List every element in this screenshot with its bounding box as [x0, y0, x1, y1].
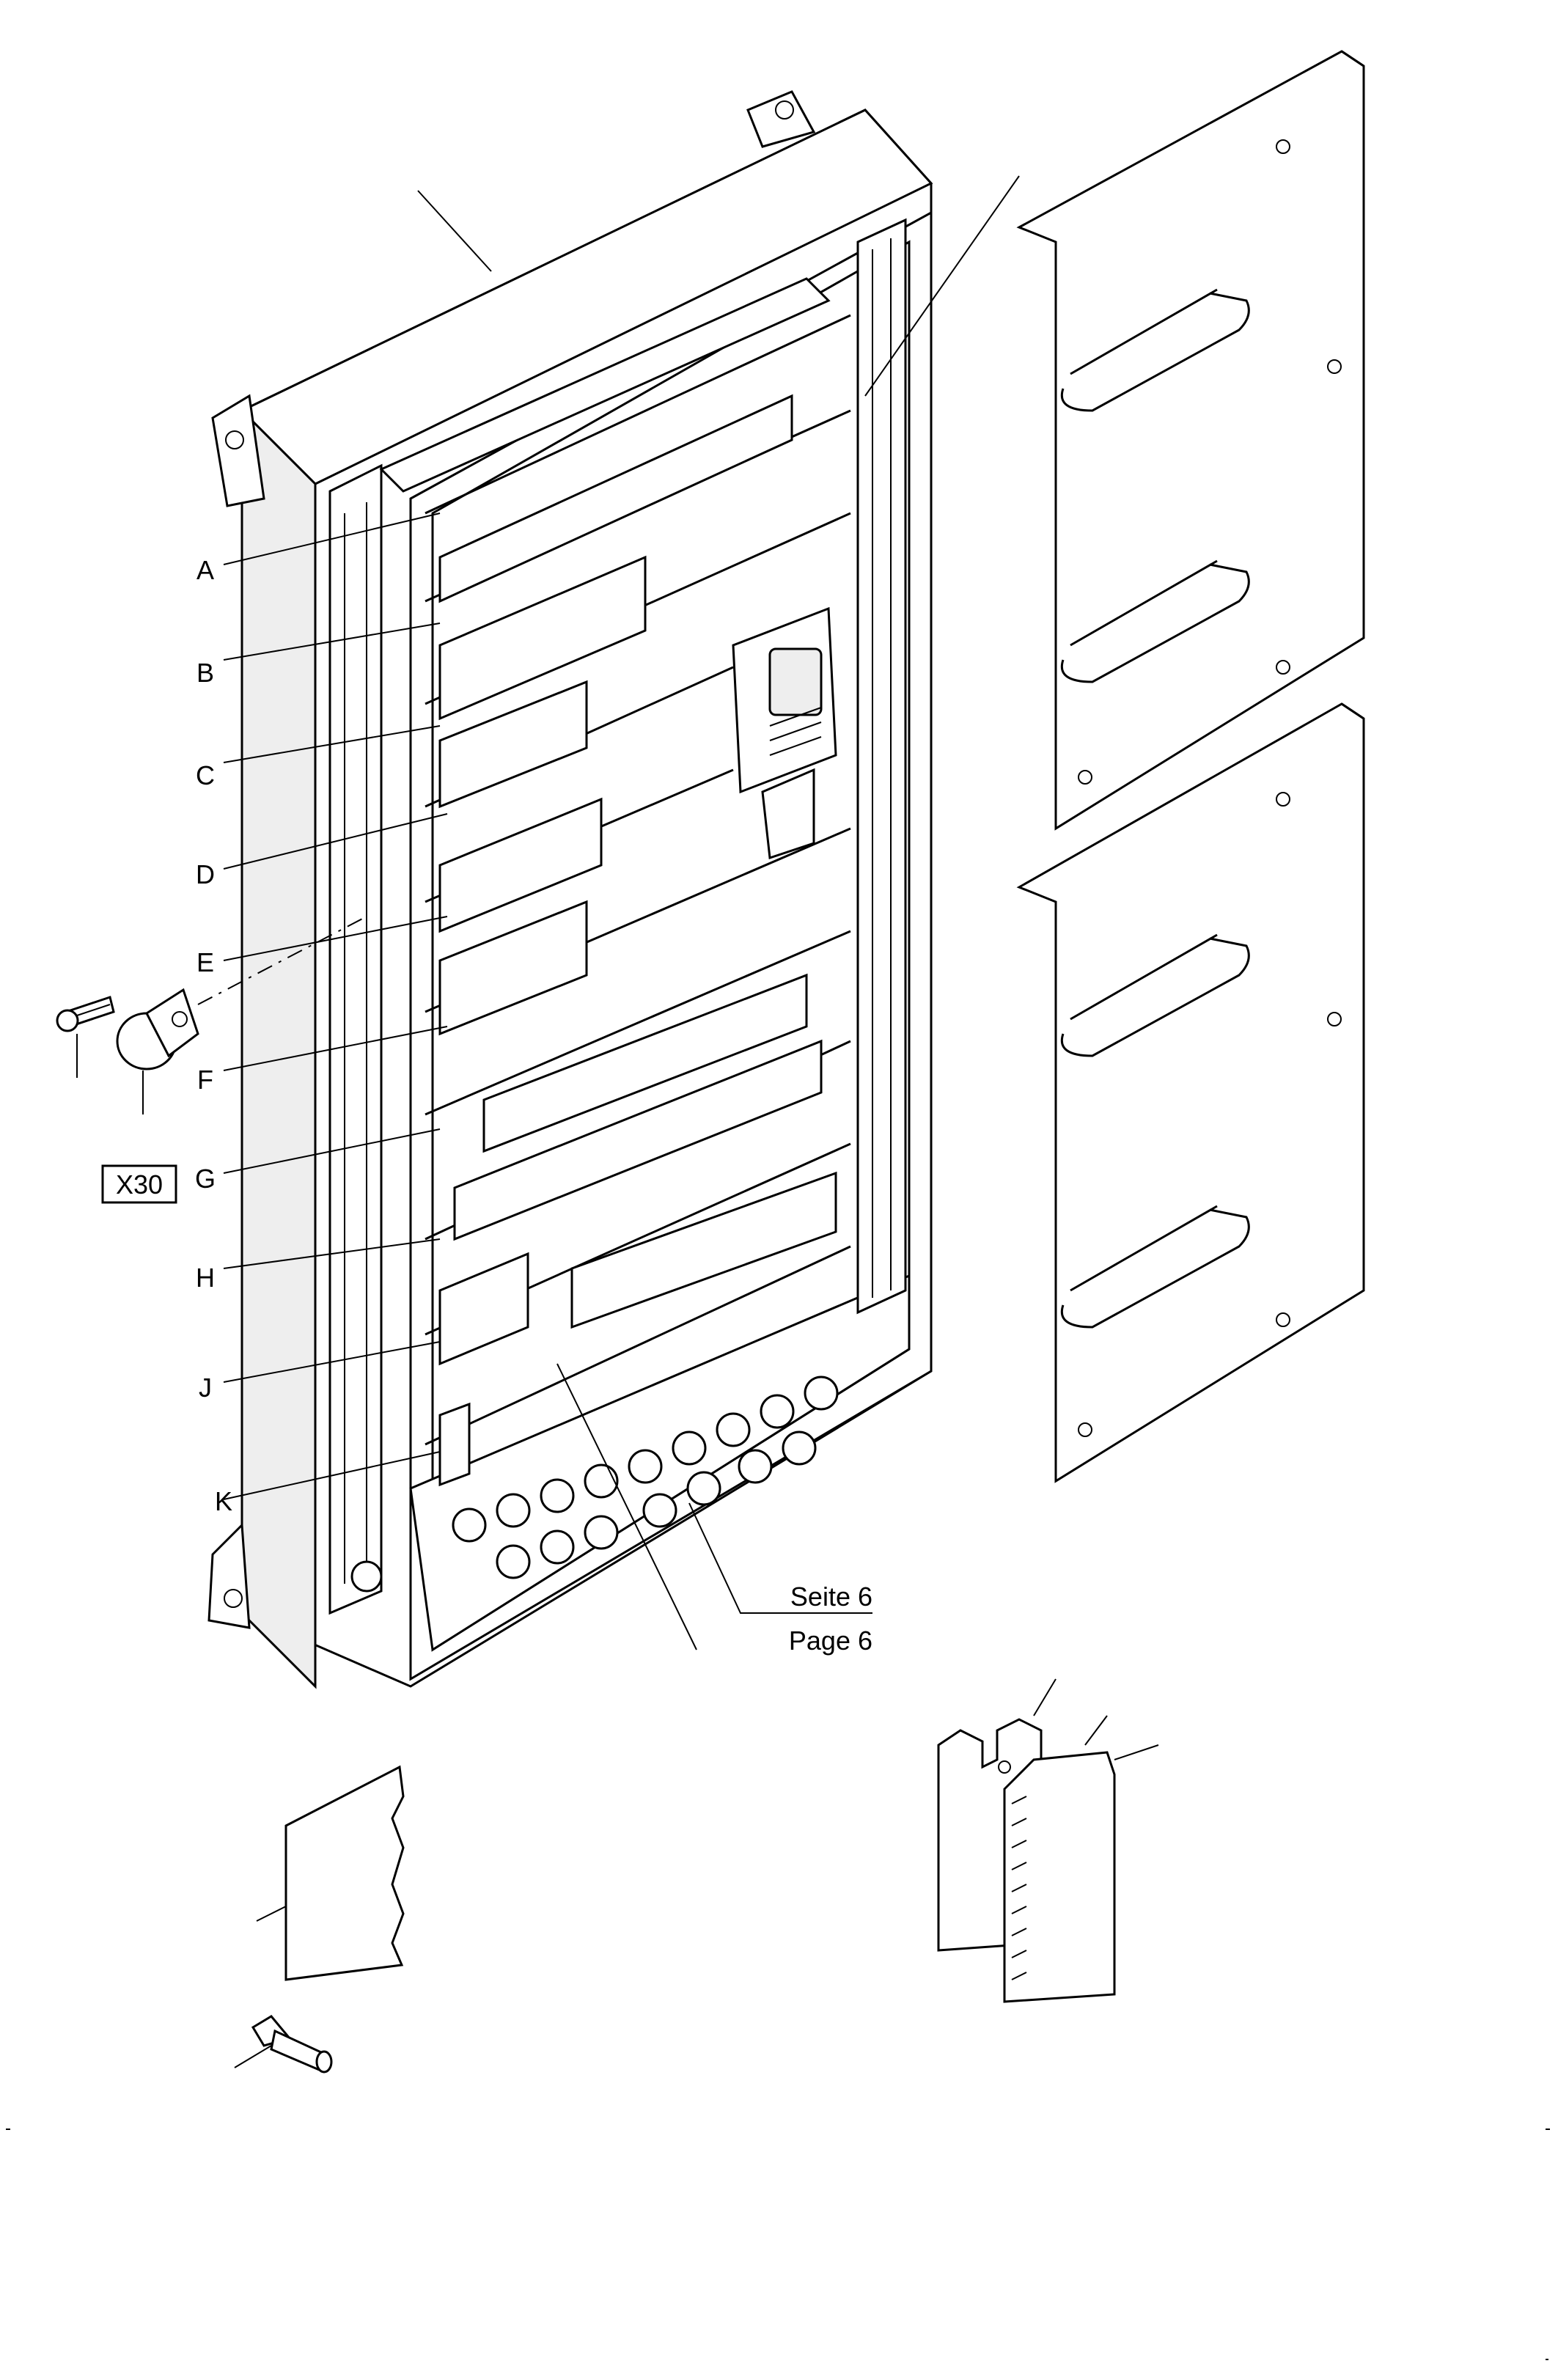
- mounting-lug-top-left: [211, 394, 265, 507]
- callout-row-k: K: [215, 1486, 232, 1516]
- callout-row-g: G: [195, 1164, 216, 1194]
- page-reference: Seite 6 Page 6: [556, 1363, 872, 1656]
- rail-slots: [1011, 1796, 1027, 1980]
- callout-row-e: E: [196, 947, 214, 977]
- callout-row-f: F: [197, 1065, 213, 1095]
- connector-label-box: [101, 1164, 177, 1204]
- callout-row-a: A: [196, 555, 214, 585]
- connector-x30-assembly: [56, 916, 367, 1114]
- vertical-wiring-duct-left: [328, 463, 383, 1615]
- reference-en: Page 6: [789, 1626, 872, 1656]
- callout-row-b: B: [196, 658, 214, 688]
- mounting-lug-bottom-left: [207, 1522, 251, 1629]
- handle-lower-1: [1061, 933, 1250, 1057]
- relay-blocks: [438, 394, 837, 1487]
- vertical-wiring-duct-right: [856, 218, 907, 1315]
- page-marks: [6, 2129, 1550, 2360]
- profile-rails: [937, 1678, 1159, 2003]
- door-panel-lower: [1016, 702, 1365, 1483]
- cable-glands: [350, 1376, 839, 1593]
- door-panel-upper: [1016, 50, 1365, 831]
- mounting-lug-top-right: [746, 90, 816, 148]
- row-callouts: A B C D E F G H J K: [195, 513, 448, 1516]
- handle-lower-2: [1061, 1205, 1250, 1329]
- cabinet-body: [207, 90, 933, 1689]
- keypad-display: [732, 606, 837, 860]
- reference-de: Seite 6: [790, 1582, 872, 1612]
- connector-label: X30: [116, 1169, 163, 1200]
- callout-row-d: D: [196, 859, 215, 889]
- callout-row-c: C: [196, 760, 215, 790]
- callout-row-h: H: [196, 1263, 215, 1293]
- connector-plug: [116, 988, 199, 1070]
- handle-upper-1: [1061, 288, 1250, 412]
- callout-row-j: J: [199, 1373, 212, 1403]
- duct-teeth-left: [344, 502, 367, 1584]
- wing-screw: [234, 2015, 333, 2074]
- cover-plate: [256, 1765, 405, 1981]
- handle-upper-2: [1061, 559, 1250, 683]
- top-wiring-duct: [379, 277, 831, 493]
